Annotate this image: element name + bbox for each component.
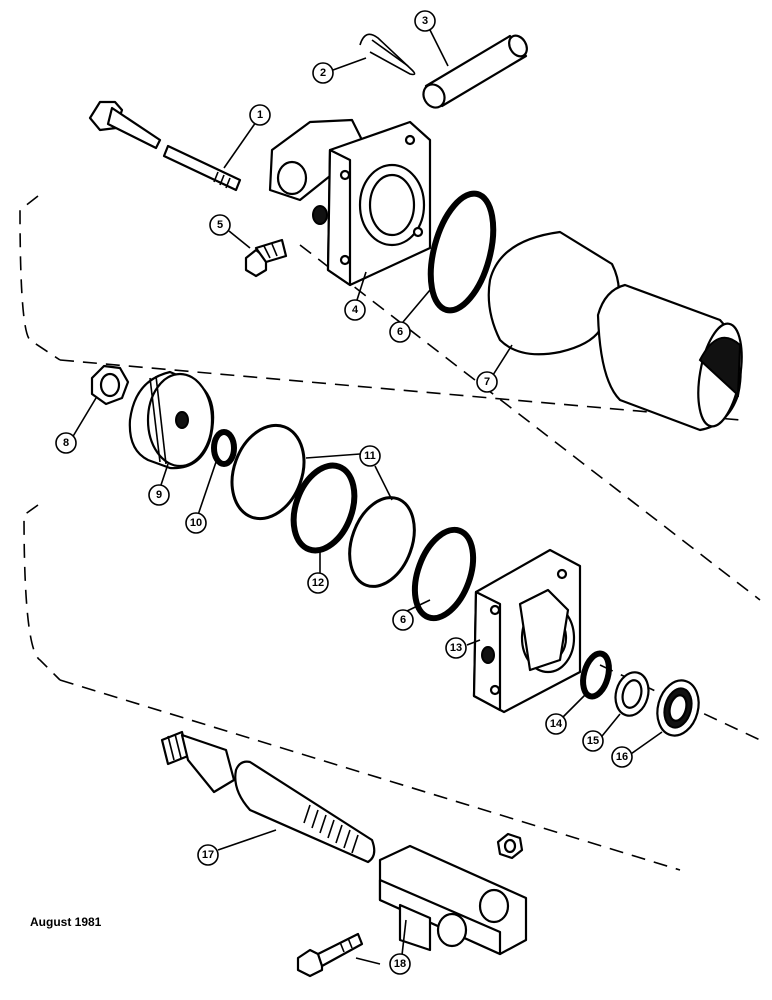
callout-18: 18 — [389, 953, 411, 975]
hair-pin-clip — [359, 33, 416, 76]
svg-text:7: 7 — [484, 376, 490, 388]
callout-6-lower: 6 — [392, 609, 414, 631]
callout-13: 13 — [445, 637, 467, 659]
leader-lines — [71, 29, 663, 965]
callout-6-upper: 6 — [389, 321, 411, 343]
callout-16: 16 — [611, 746, 633, 768]
wear-rings — [230, 423, 416, 588]
svg-text:1: 1 — [257, 109, 263, 121]
svg-text:14: 14 — [550, 718, 563, 730]
svg-text:10: 10 — [190, 517, 202, 529]
callout-2: 2 — [312, 62, 334, 84]
breather-plug — [244, 238, 288, 278]
piston-seal-washer — [211, 429, 237, 467]
callout-15: 15 — [582, 730, 604, 752]
callout-8: 8 — [55, 432, 77, 454]
o-ring-upper — [427, 190, 497, 314]
svg-text:13: 13 — [450, 642, 462, 654]
svg-text:9: 9 — [156, 489, 162, 501]
svg-text:16: 16 — [616, 751, 628, 763]
base-end-cap — [268, 118, 432, 287]
callouts: 1 2 3 4 5 6 7 8 9 10 11 12 6 13 14 15 16… — [55, 10, 633, 975]
callout-10: 10 — [185, 512, 207, 534]
cylinder-tube — [487, 230, 743, 432]
piston-o-ring — [290, 462, 358, 554]
callout-11: 11 — [359, 445, 381, 467]
rod-end-cap — [472, 548, 582, 714]
rod-o-ring — [580, 650, 612, 700]
svg-text:8: 8 — [63, 437, 69, 449]
callout-14: 14 — [545, 713, 567, 735]
clevis-bolt — [296, 932, 364, 978]
svg-text:6: 6 — [400, 614, 406, 626]
callout-7: 7 — [476, 371, 498, 393]
date-label: August 1981 — [30, 915, 102, 929]
callout-1: 1 — [249, 104, 271, 126]
piston — [128, 370, 215, 470]
svg-text:5: 5 — [217, 219, 223, 231]
callout-12: 12 — [307, 572, 329, 594]
clevis-nut — [496, 832, 524, 860]
piston-rod — [160, 730, 376, 864]
clevis-pin — [422, 34, 528, 109]
callout-5: 5 — [209, 214, 231, 236]
callout-9: 9 — [148, 484, 170, 506]
svg-text:18: 18 — [394, 958, 406, 970]
callout-4: 4 — [344, 299, 366, 321]
svg-text:12: 12 — [312, 577, 324, 589]
svg-text:2: 2 — [320, 67, 326, 79]
long-bolt — [88, 100, 242, 192]
svg-text:3: 3 — [422, 15, 428, 27]
callout-3: 3 — [414, 10, 436, 32]
wiper-seal — [656, 679, 700, 737]
callout-17: 17 — [197, 844, 219, 866]
svg-text:4: 4 — [352, 304, 359, 316]
rod-clevis — [378, 844, 528, 956]
o-ring-lower — [411, 526, 477, 622]
svg-text:17: 17 — [202, 849, 214, 861]
svg-text:6: 6 — [397, 326, 403, 338]
svg-text:15: 15 — [587, 735, 599, 747]
piston-nut — [90, 364, 130, 406]
backup-washer — [614, 671, 650, 717]
svg-text:11: 11 — [364, 450, 376, 462]
